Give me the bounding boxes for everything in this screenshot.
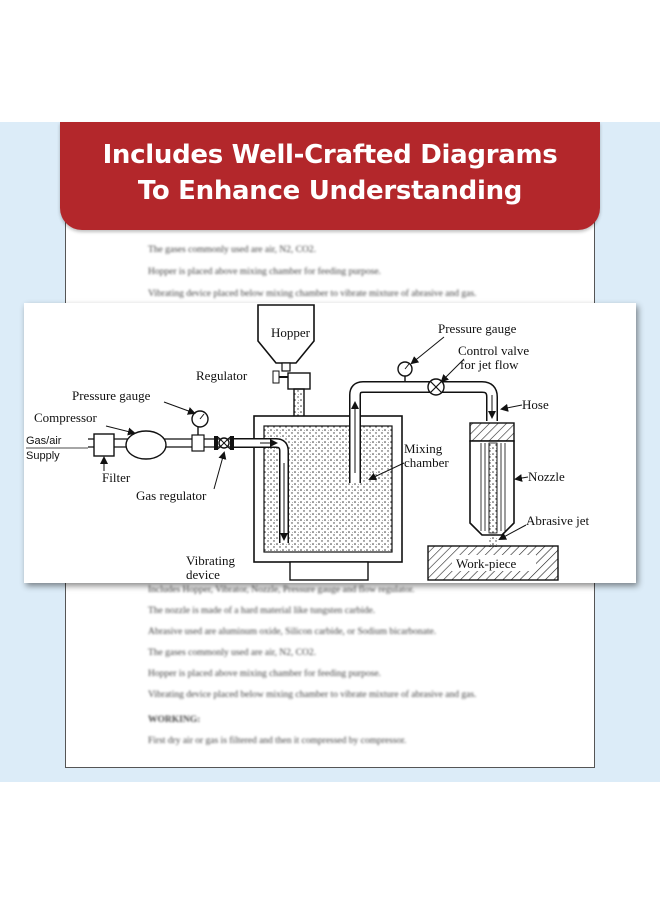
pressure-gauge-right	[397, 361, 413, 381]
label-gas-regulator: Gas regulator	[136, 488, 207, 503]
outlet-pipe	[349, 381, 498, 483]
filter	[93, 433, 115, 457]
doc-heading: WORKING:	[148, 715, 201, 725]
doc-line: Vibrating device placed below mixing cha…	[148, 690, 477, 700]
vibrating-device	[289, 561, 369, 581]
gas-inlet-pipe	[234, 438, 289, 543]
abrasive-jet-machining-diagram: Hopper Regulator Mixing chamber Vibratin…	[26, 304, 590, 582]
label-abrasive-jet: Abrasive jet	[526, 513, 590, 528]
control-valve	[427, 378, 445, 396]
doc-line: The nozzle is made of a hard material li…	[148, 606, 376, 616]
gas-regulator	[214, 436, 234, 450]
label-hose: Hose	[522, 397, 549, 412]
label-filter: Filter	[102, 470, 131, 485]
doc-line: Hopper is placed above mixing chamber fo…	[148, 267, 381, 277]
doc-line: The gases commonly used are air, N2, CO2…	[148, 648, 316, 658]
compressor	[125, 430, 167, 460]
title-banner: Includes Well-Crafted Diagrams To Enhanc…	[60, 122, 600, 230]
label-gas-air-line-2: Supply	[26, 450, 60, 462]
label-work-piece: Work-piece	[456, 556, 517, 571]
banner-title-line-2: To Enhance Understanding	[137, 176, 523, 206]
doc-line: The gases commonly used are air, N2, CO2…	[148, 245, 316, 255]
doc-line: Vibrating device placed below mixing cha…	[148, 289, 477, 299]
label-control-valve-line-2: for jet flow	[460, 357, 519, 372]
hopper	[257, 304, 315, 372]
label-gas-air-line-1: Gas/air	[26, 435, 62, 447]
doc-line: First dry air or gas is filtered and the…	[148, 736, 407, 746]
label-mixing-line-2: chamber	[404, 455, 449, 470]
label-control-valve-line-1: Control valve	[458, 343, 529, 358]
diagram-card: Hopper Regulator Mixing chamber Vibratin…	[24, 303, 636, 583]
label-vibrating-line-1: Vibrating	[186, 553, 236, 568]
doc-line: Abrasive used are aluminum oxide, Silico…	[148, 627, 437, 637]
label-compressor: Compressor	[34, 410, 98, 425]
label-regulator: Regulator	[196, 368, 248, 383]
doc-line: Includes Hopper, Vibrator, Nozzle, Press…	[148, 585, 415, 595]
mixing-chamber	[253, 415, 403, 563]
pressure-gauge-left	[191, 410, 209, 452]
label-nozzle: Nozzle	[528, 469, 565, 484]
doc-line: Hopper is placed above mixing chamber fo…	[148, 669, 381, 679]
banner-title-line-1: Includes Well-Crafted Diagrams	[102, 140, 558, 170]
label-vibrating-line-2: device	[186, 567, 220, 582]
label-mixing-line-1: Mixing	[404, 441, 443, 456]
abrasive-jet	[489, 535, 497, 547]
label-hopper: Hopper	[271, 325, 311, 340]
nozzle	[469, 422, 515, 536]
label-pressure-gauge-right: Pressure gauge	[438, 321, 517, 336]
label-pressure-gauge-left: Pressure gauge	[72, 388, 151, 403]
